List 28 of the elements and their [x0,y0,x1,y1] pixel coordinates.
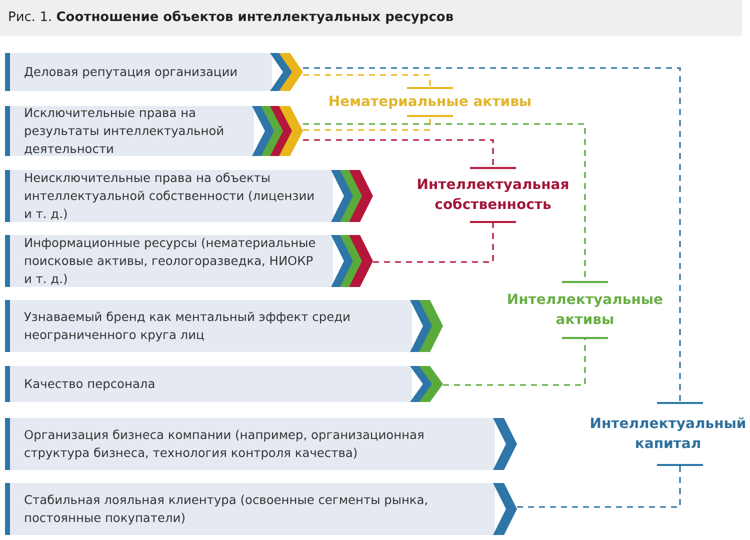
item-text: Организация бизнеса компании (например, организационная структура бизнеса, технология контроля качества) [24,427,426,462]
category-text: Интеллектуальный капитал [588,415,748,454]
dashed-connector [303,139,494,168]
dashed-connector [303,116,431,131]
dashed-connector [303,74,431,88]
resource-bar [5,418,517,470]
category-text: Интеллектуальная собственность [416,176,570,215]
dashed-connector [517,465,681,508]
resource-bar [5,235,373,287]
category-text: Интеллектуальные активы [506,291,664,330]
resource-bar [5,300,443,352]
item-text: Узнаваемый бренд как ментальный эффект среди неограниченного круга лиц [24,309,352,344]
resource-bar [5,366,443,402]
figure-title: Рис. 1. Соотношение объектов интеллектуальных ресурсов [0,0,742,36]
item-text: Стабильная лояльная клиентура (освоенные сегменты рынка, постоянные покупатели) [24,492,430,527]
item-text: Информационные ресурсы (нематериальные поисковые активы, геологоразведка, НИОКР и т. д.) [24,235,317,288]
dashed-connector [373,222,494,263]
resource-bar [5,106,303,156]
resource-bar [5,483,517,535]
item-text: Неисключительные права на объекты интеллектуальной собственности (лицензии и т. д.) [24,170,316,223]
item-text: Деловая репутация организации [24,64,239,81]
item-text: Исключительные права на результаты интеллектуальной деятельности [24,105,226,158]
dashed-connector [443,338,586,386]
category-text: Нематериальные активы [328,93,532,112]
item-text: Качество персонала [24,376,156,393]
resource-bar [5,170,373,222]
resource-bar [5,53,303,91]
dashed-connector [303,67,681,403]
